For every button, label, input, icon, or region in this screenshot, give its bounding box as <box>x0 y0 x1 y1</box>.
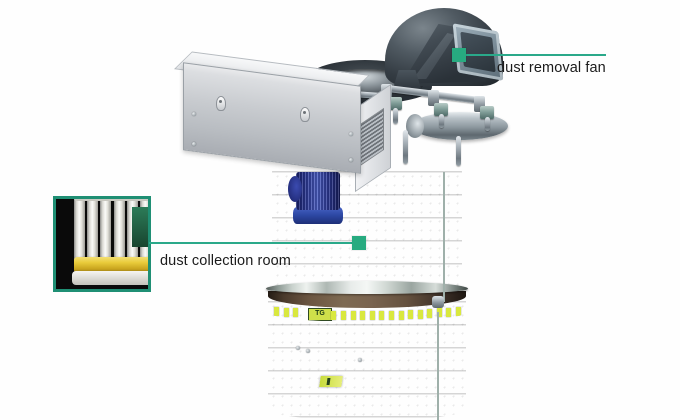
motor-base <box>293 207 343 224</box>
ring-dash <box>398 310 404 320</box>
pulse-valve-a <box>388 97 402 110</box>
ring-dash <box>427 309 433 319</box>
brand-mark <box>319 376 343 387</box>
label-dust-collection-room: dust collection room <box>160 253 291 269</box>
valve-drop-c <box>485 117 490 131</box>
collector-body-lower <box>268 300 466 420</box>
body-bolt <box>358 358 362 362</box>
collector-body-lower-ribs <box>268 300 466 420</box>
ring-dash <box>283 307 289 317</box>
pulse-valve-c <box>480 106 494 119</box>
valve-drop-a <box>393 108 398 124</box>
metal-clamp-band <box>266 281 468 294</box>
ring-dash <box>331 310 337 320</box>
ring-dash <box>379 311 385 321</box>
pipe-union-b <box>428 90 439 106</box>
riser-pipe <box>403 130 408 164</box>
ring-dash <box>417 309 423 319</box>
cable-clamp <box>432 296 444 308</box>
valve-drop-b <box>439 114 444 128</box>
ring-dash <box>456 307 461 316</box>
motor-cooling-fins <box>296 172 340 210</box>
label-dust-removal-fan: dust removal fan <box>497 60 606 76</box>
inset-green-wall <box>132 207 148 247</box>
body-bolt <box>306 349 310 353</box>
ring-dash <box>388 311 394 321</box>
ring-dash <box>274 307 279 316</box>
manifold-pipe-b <box>431 91 481 104</box>
box-bolt <box>349 132 353 136</box>
ring-dash <box>360 311 366 321</box>
ring-dash <box>350 311 356 321</box>
filter-cartridge <box>74 199 85 269</box>
motor-end-cap <box>288 176 302 202</box>
filter-cartridge-group <box>68 199 148 285</box>
filter-cartridge <box>87 199 99 269</box>
pipe-union-c <box>474 96 485 112</box>
box-bolt <box>349 158 353 162</box>
ring-dash <box>408 310 414 320</box>
marker-dust-collection-room[interactable] <box>352 236 366 250</box>
body-cable-lower <box>437 312 439 420</box>
ring-dash <box>293 308 299 318</box>
marker-dust-removal-fan[interactable] <box>452 48 466 62</box>
cartridge-base <box>72 271 148 285</box>
riser-pipe-2 <box>456 136 461 166</box>
dust-collection-room-inset[interactable] <box>53 196 151 292</box>
box-latch-right[interactable] <box>300 107 310 122</box>
air-tank-end-cap <box>406 114 424 138</box>
leader-line-collection-room <box>149 242 353 244</box>
brown-seal-band <box>268 291 466 308</box>
ring-dash <box>436 308 442 318</box>
yellow-dash-ring: TG <box>270 306 464 322</box>
leader-line-fan <box>466 54 606 56</box>
ring-dash <box>446 307 452 317</box>
body-cable <box>443 172 445 302</box>
box-bolt <box>192 112 196 116</box>
drive-motor <box>296 172 340 210</box>
cartridge-top-cap <box>74 199 148 201</box>
filter-cartridge <box>113 199 125 269</box>
ring-logo-plate: TG <box>308 308 332 321</box>
pulse-valve-b <box>434 103 448 116</box>
ring-dash <box>341 311 347 321</box>
box-bolt <box>192 142 196 146</box>
ring-dash <box>369 311 375 321</box>
box-latch-left[interactable] <box>216 96 226 111</box>
cartridge-yellow-band <box>74 257 148 273</box>
body-bolt <box>296 346 300 350</box>
filter-cartridge <box>100 199 112 269</box>
